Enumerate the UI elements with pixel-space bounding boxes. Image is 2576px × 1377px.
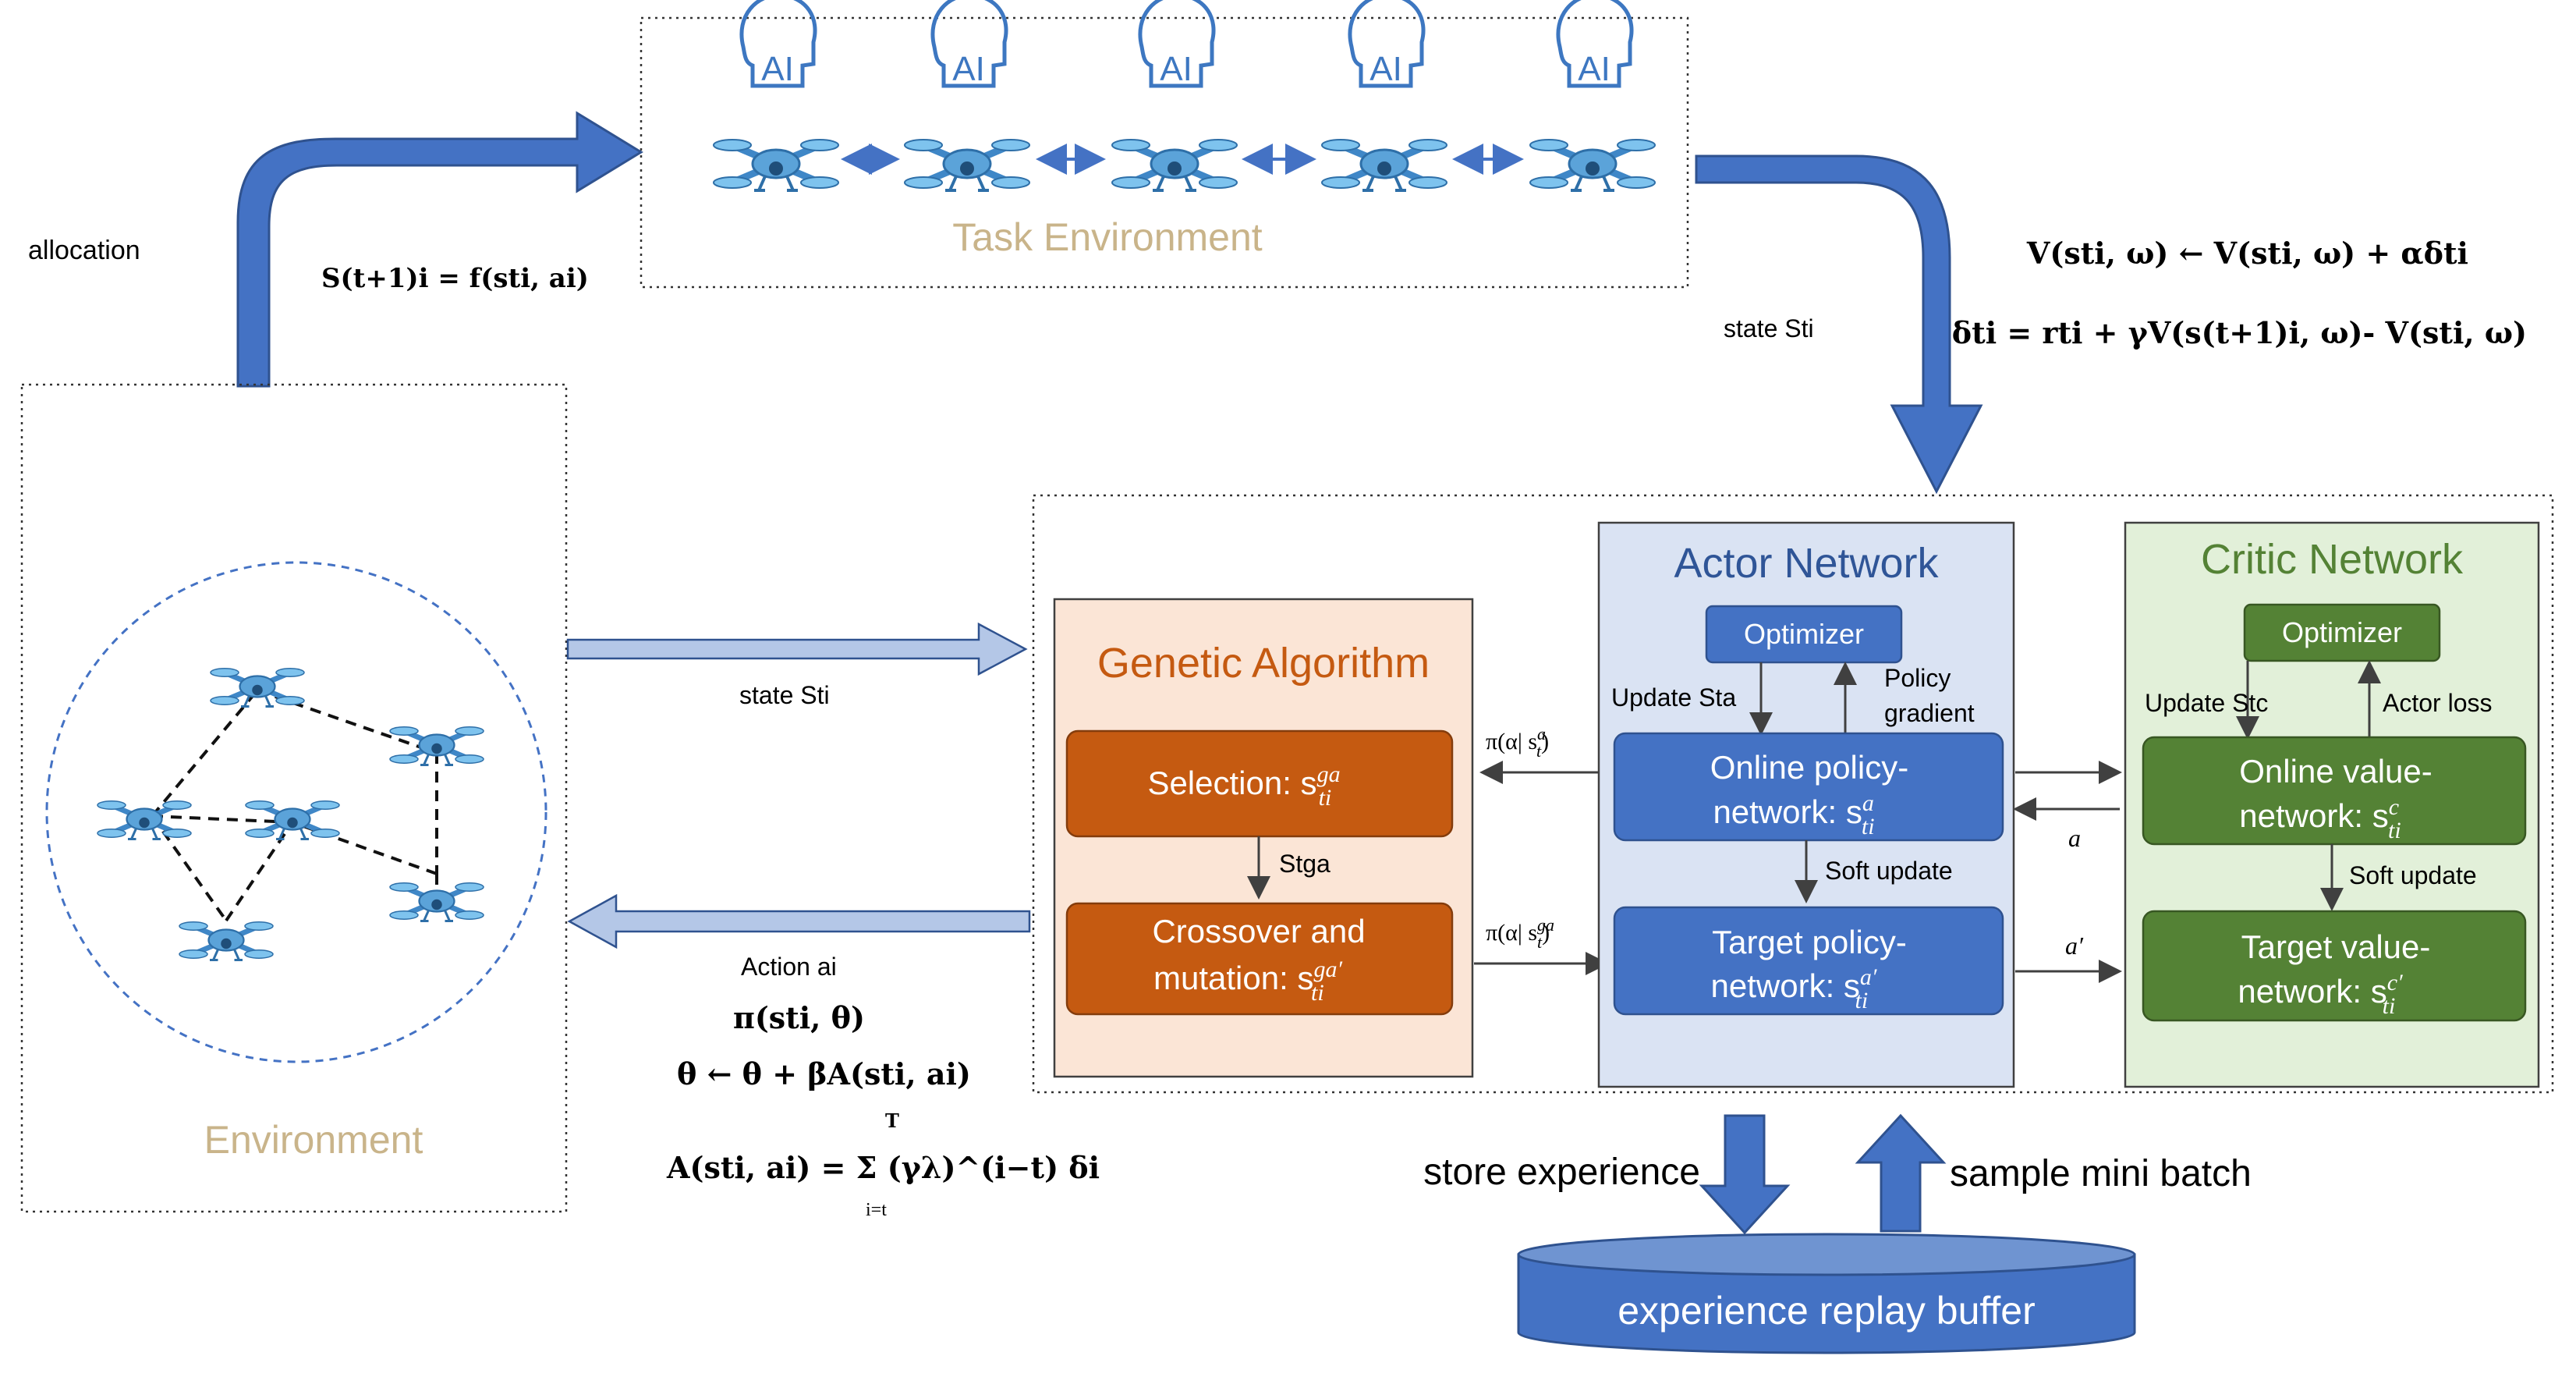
critic-soft-update-label: Soft update: [2349, 861, 2477, 889]
advantage-formula: A(sti, ai) = Σ (γλ)^(i−t) δi: [666, 1150, 1100, 1185]
experience-replay-buffer: experience replay buffer: [1517, 1233, 2136, 1354]
sample-batch-arrow: [1855, 1113, 1947, 1233]
action-label: Action ai: [741, 953, 837, 981]
drone-icon: [1530, 140, 1655, 190]
agent-3: AI: [1112, 0, 1237, 190]
crossover-line1: Crossover and: [1152, 913, 1365, 949]
task-environment-box: [640, 16, 1689, 289]
agent-1: AI: [714, 0, 838, 190]
online-value-line1: Online value-: [2239, 753, 2432, 790]
stga-label: Stga: [1279, 850, 1331, 878]
target-policy-line2: network: sa′ti: [1711, 964, 1877, 1013]
environment-box: [20, 383, 568, 1213]
ai-badge: AI: [761, 50, 794, 88]
ai-badge: AI: [1369, 50, 1402, 88]
environment-drones: [97, 669, 484, 960]
actor-optimizer-label: Optimizer: [1744, 618, 1864, 650]
drone-icon: [714, 140, 838, 190]
actor-update-label: Update Sta: [1611, 683, 1736, 712]
allocation-label: allocation: [28, 236, 140, 265]
environment-circle: [45, 561, 547, 1063]
sum-lower-limit: i=t: [866, 1200, 887, 1220]
sample-batch-label: sample mini batch: [1950, 1153, 2252, 1194]
online-value-network-box: [2142, 736, 2527, 846]
ai-badge: AI: [1160, 50, 1192, 88]
critic-update-label: Update Stc: [2145, 689, 2268, 717]
actor-loss-label: Actor loss: [2383, 689, 2492, 717]
transition-formula: S(t+1)i = f(sti, ai): [321, 263, 589, 294]
state-label-top: state Sti: [1724, 314, 1814, 342]
ai-head-icon: [1556, 0, 1634, 88]
target-value-line1: Target value-: [2241, 928, 2431, 965]
drone-icon: [97, 801, 191, 839]
state-down-arrow: [1695, 154, 1983, 495]
policy-gradient-label-2: gradient: [1884, 699, 1975, 727]
policy-gradient-label-1: Policy: [1884, 664, 1951, 692]
drone-icon: [246, 801, 339, 839]
ai-badge: AI: [1578, 50, 1610, 88]
environment-label: Environment: [204, 1118, 423, 1162]
store-experience-arrow: [1699, 1114, 1791, 1235]
task-agents-row: AI AI AI AI: [714, 0, 1655, 190]
drone-icon: [1322, 140, 1447, 190]
crossover-box: [1065, 902, 1454, 1016]
online-policy-network-box: [1613, 732, 2004, 842]
agent-system-box: [1032, 494, 2554, 1094]
sum-upper-limit: T: [885, 1109, 899, 1132]
policy-formula: π(sti, θ): [733, 1000, 865, 1035]
ga-title: Genetic Algorithm: [1097, 640, 1430, 687]
online-policy-line1: Online policy-: [1710, 749, 1908, 786]
actor-title: Actor Network: [1674, 540, 1939, 587]
store-experience-label: store experience: [1423, 1152, 1700, 1193]
actor-soft-update-label: Soft update: [1825, 857, 1953, 885]
value-update-formula: V(sti, ω) ← V(sti, ω) + αδti: [2026, 236, 2468, 271]
ai-head-icon: [1348, 0, 1426, 88]
ai-head-icon: [930, 0, 1008, 88]
td-error-formula: δti = rti + γV(s(t+1)i, ω)- V(sti, ω): [1952, 315, 2527, 350]
task-environment-label: Task Environment: [952, 215, 1262, 259]
state-label-left: state Sti: [739, 681, 830, 709]
agent-2: AI: [905, 0, 1029, 190]
drone-icon: [390, 883, 484, 921]
agent-5: AI: [1530, 0, 1655, 190]
drone-icon: [1112, 140, 1237, 190]
ai-badge: AI: [952, 50, 985, 88]
critic-optimizer-label: Optimizer: [2282, 616, 2402, 648]
target-policy-network-box: [1613, 906, 2004, 1016]
drone-icon: [179, 922, 273, 960]
drone-icon: [905, 140, 1029, 190]
ai-head-icon: [1138, 0, 1216, 88]
a-label: a: [2068, 824, 2081, 852]
critic-optimizer-box: [2243, 603, 2441, 662]
a-prime-label: a′: [2065, 932, 2084, 960]
agent-4: AI: [1322, 0, 1447, 190]
ai-head-icon: [739, 0, 817, 88]
state-right-arrow: [566, 622, 1028, 676]
buffer-label: experience replay buffer: [1618, 1289, 2036, 1333]
target-value-network-box: [2142, 910, 2527, 1022]
action-left-arrow: [567, 893, 1031, 949]
critic-title: Critic Network: [2201, 536, 2464, 583]
allocation-arrow: [236, 111, 643, 388]
target-policy-line1: Target policy-: [1712, 924, 1907, 960]
theta-update-formula: θ ← θ + βA(sti, ai): [677, 1056, 971, 1091]
target-value-line2: network: sc′ti: [2238, 970, 2403, 1019]
actor-optimizer-box: [1705, 605, 1903, 664]
crossover-line2: mutation: sga′ti: [1153, 956, 1342, 1006]
drone-icon: [211, 669, 304, 707]
